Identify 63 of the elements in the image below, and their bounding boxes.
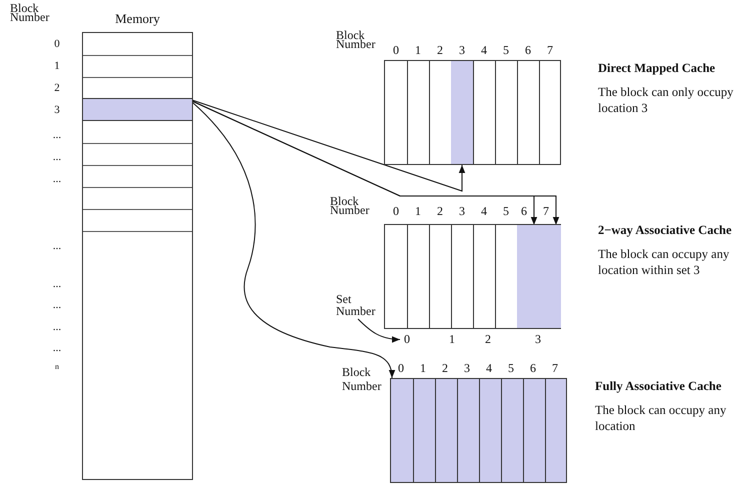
- column-number: 7: [546, 44, 554, 56]
- column-number: 7: [542, 205, 550, 217]
- block-index: 0: [53, 39, 61, 50]
- block-index: ...: [52, 322, 62, 333]
- block-index: ...: [52, 241, 62, 252]
- arrow: [192, 100, 466, 192]
- column-number: 2: [436, 205, 444, 217]
- set-number: 3: [534, 333, 542, 345]
- axis-title: Block Number: [336, 31, 376, 49]
- column-number: 6: [529, 362, 537, 374]
- column-number: 2: [436, 44, 444, 56]
- axis-title: Block Number: [342, 366, 382, 394]
- block-index: 3: [53, 105, 61, 116]
- block-index: 1: [53, 61, 61, 72]
- column-number: 2: [441, 362, 449, 374]
- column-number: 0: [392, 205, 400, 217]
- cache-array: [384, 60, 561, 165]
- column-number: 4: [480, 205, 488, 217]
- cache-description: The block can occupy any location within set 3: [598, 247, 730, 278]
- cache-description: The block can only occupy location 3: [598, 85, 734, 116]
- column-number: 5: [502, 44, 510, 56]
- column-number: 3: [458, 44, 466, 56]
- arrow: [192, 102, 395, 378]
- column-number: 4: [480, 44, 488, 56]
- block-index: ...: [52, 343, 62, 354]
- column-number: 0: [397, 362, 405, 374]
- column-title: Memory: [114, 11, 161, 27]
- block-index: n: [54, 363, 60, 371]
- column-number: 6: [524, 44, 532, 56]
- cache-slot: [517, 225, 539, 328]
- block-index: ...: [52, 174, 62, 185]
- column-number: 3: [463, 362, 471, 374]
- cache-array: [390, 378, 567, 483]
- column-number: 1: [419, 362, 427, 374]
- column-number: 7: [551, 362, 559, 374]
- block-index: ...: [52, 300, 62, 311]
- column-number: 5: [502, 205, 510, 217]
- cache-title: Fully Associative Cache: [595, 379, 722, 394]
- cache-slot: [539, 225, 561, 328]
- column-number: 1: [414, 205, 422, 217]
- cache-description: The block can occupy any location: [595, 403, 728, 434]
- memory-block: [83, 98, 192, 121]
- set-number: 2: [484, 333, 492, 345]
- cache-title: Direct Mapped Cache: [598, 61, 716, 76]
- cache-array: [384, 224, 561, 329]
- cache-slot: [451, 61, 473, 164]
- axis-title: Block Number: [10, 4, 50, 22]
- block-index: ...: [52, 152, 62, 163]
- set-number: 0: [402, 333, 412, 346]
- column-number: 1: [414, 44, 422, 56]
- block-index: ...: [52, 279, 62, 290]
- cache-title: 2−way Associative Cache: [598, 223, 732, 238]
- arrow: [358, 318, 400, 342]
- column-number: 0: [392, 44, 400, 56]
- block-index: ...: [52, 130, 62, 141]
- set-number-label: Set Number: [336, 293, 384, 321]
- axis-title: Block Number: [330, 197, 370, 215]
- column-number: 5: [507, 362, 515, 374]
- block-index: 2: [53, 83, 61, 94]
- column-number: 4: [485, 362, 493, 374]
- column-number: 6: [520, 205, 528, 217]
- column-number: 3: [458, 205, 466, 217]
- set-number: 1: [448, 333, 456, 345]
